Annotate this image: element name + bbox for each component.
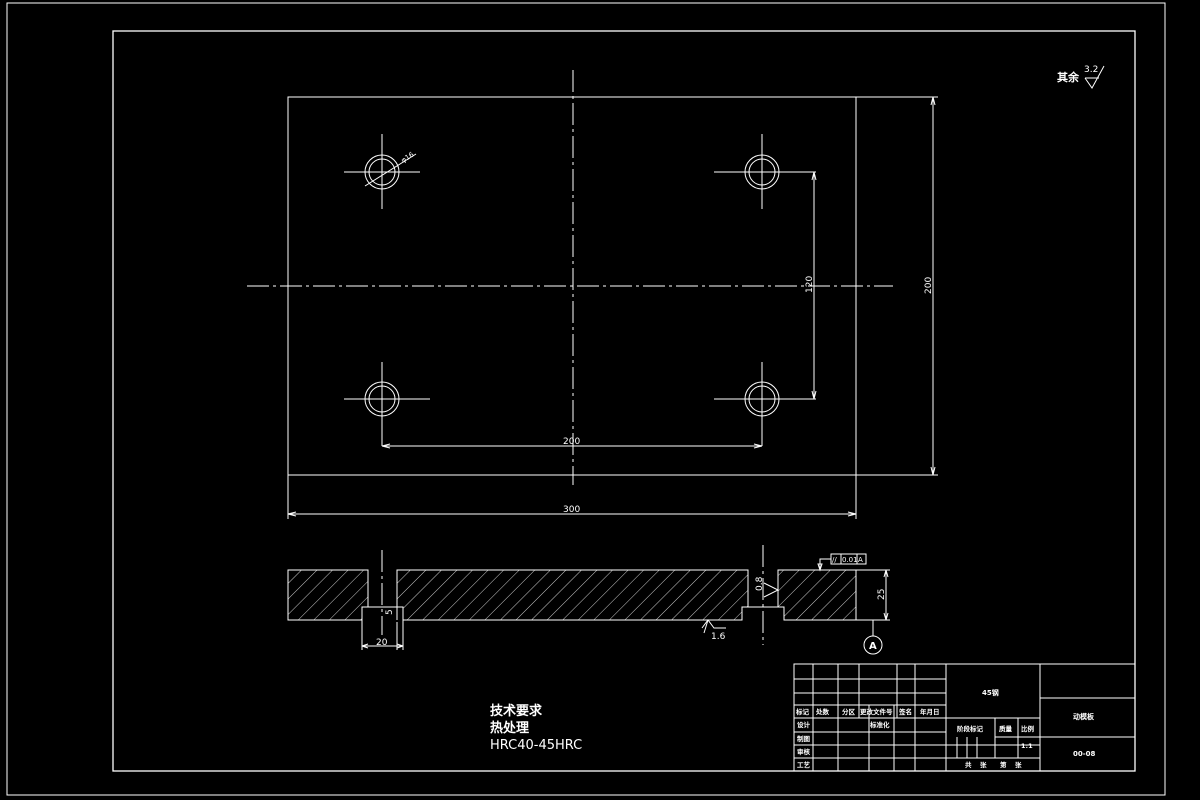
tb-scale-value: 1:1	[1021, 742, 1033, 750]
sheet-outer-border	[6, 2, 1166, 796]
tech-req-spec: HRC40-45HRC	[490, 738, 582, 753]
hole-bottom-left	[344, 362, 430, 446]
tb-part-name: 动模板	[1073, 712, 1095, 721]
tb-sign: 签名	[898, 707, 912, 716]
tb-review: 审核	[797, 747, 811, 756]
datum-a-text: A	[869, 641, 877, 652]
dim-hole-spacing-y: 120	[805, 171, 817, 400]
surface-finish-note: 其余 3.2	[1057, 65, 1105, 89]
section-view: 5 20 0.8 1.6 25	[287, 545, 890, 655]
dim-plate-height-text: 200	[924, 277, 934, 294]
dim-5-text: 5	[385, 609, 395, 615]
hole-bottom-right	[714, 362, 816, 446]
roughness-bore: 0.8	[755, 576, 780, 598]
roughness-1.6-text: 1.6	[711, 632, 726, 642]
tolerance-datum-ref: A	[858, 556, 863, 564]
tb-standardize: 标准化	[869, 720, 890, 729]
surface-finish-value: 3.2	[1084, 65, 1098, 75]
tb-design: 设计	[797, 720, 811, 729]
dim-counterbore-width: 20	[361, 620, 404, 650]
tb-total: 共	[965, 760, 972, 769]
tb-material: 45钢	[982, 688, 999, 697]
tb-process: 工艺	[797, 760, 811, 769]
tb-mark: 标记	[795, 707, 810, 716]
tolerance-value: 0.01	[842, 556, 858, 564]
hole-diameter-label: φ16	[400, 150, 416, 164]
tb-ratio: 比例	[1021, 724, 1035, 733]
tb-weight: 质量	[999, 724, 1013, 733]
tb-drawing-no: 00-08	[1073, 750, 1096, 758]
title-block: 标记 处数 分区 更改文件号 签名 年月日 设计 标准化 制图 审核 工艺 阶段…	[793, 663, 1136, 772]
tech-req-subtitle: 热处理	[490, 720, 529, 736]
surface-finish-label: 其余	[1057, 70, 1080, 84]
dim-120-text: 120	[805, 276, 815, 293]
dim-plate-width: 300	[287, 475, 857, 519]
tech-req-title: 技术要求	[490, 703, 543, 719]
dim-300-text: 300	[563, 505, 580, 515]
roughness-bottom: 1.6	[701, 619, 726, 642]
tb-date: 年月日	[920, 707, 940, 716]
dim-hole-spacing-x: 200	[381, 437, 763, 449]
dim-20-text: 20	[376, 638, 388, 648]
hole-top-right	[714, 134, 816, 209]
datum-a-symbol: A	[863, 619, 883, 655]
dim-counterbore-depth: 5	[385, 607, 398, 650]
tb-sheet: 张	[980, 760, 987, 769]
roughness-0.8-text: 0.8	[755, 576, 765, 591]
tb-zone: 分区	[842, 707, 856, 716]
dim-200-text: 200	[563, 437, 580, 447]
tb-page: 第	[1000, 760, 1007, 769]
tolerance-frame: // 0.01 A	[817, 553, 867, 572]
tb-count: 处数	[815, 707, 830, 716]
tb-sheet2: 张	[1015, 760, 1022, 769]
dim-25-text: 25	[877, 589, 887, 600]
sheet-inner-border	[112, 30, 1136, 772]
hole-top-left: φ16	[344, 134, 420, 209]
plan-view: φ16 200 120	[247, 70, 938, 519]
tb-doc-no: 更改文件号	[860, 707, 893, 716]
tech-requirements: 技术要求 热处理 HRC40-45HRC	[490, 703, 582, 753]
dim-thickness: 25	[856, 569, 890, 621]
tb-draw: 制图	[797, 734, 811, 743]
tb-stage-mark: 阶段标记	[957, 724, 984, 733]
dim-plate-height: 200	[856, 96, 938, 476]
tolerance-symbol: //	[832, 556, 837, 564]
